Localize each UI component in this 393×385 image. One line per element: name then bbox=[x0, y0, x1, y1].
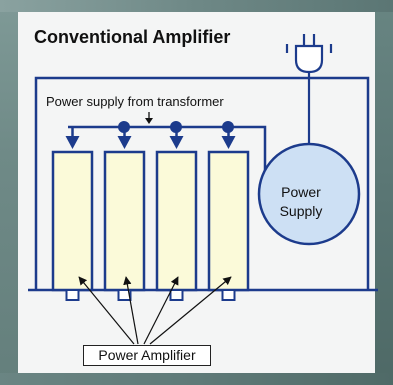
distribution-line bbox=[68, 125, 267, 170]
feed-arrow bbox=[117, 136, 132, 149]
feed-arrow bbox=[169, 136, 184, 149]
power-supply-line-1: Power bbox=[281, 184, 321, 200]
amplifier-module bbox=[207, 150, 250, 292]
junction-dot bbox=[222, 121, 234, 133]
power-plug-icon bbox=[285, 34, 333, 78]
power-supply-line-2: Supply bbox=[279, 203, 323, 219]
amplifier-group bbox=[51, 127, 250, 301]
junction-dot bbox=[118, 121, 130, 133]
amplifier-module bbox=[155, 150, 198, 292]
chassis-outline bbox=[34, 76, 370, 290]
background-left bbox=[0, 0, 18, 385]
power-amplifier-label: Power Amplifier bbox=[83, 345, 211, 366]
amplifier-foot bbox=[65, 289, 80, 301]
amplifier-foot bbox=[169, 289, 184, 301]
junction-dot bbox=[170, 121, 182, 133]
amplifier-module bbox=[51, 150, 94, 292]
amplifier-foot bbox=[221, 289, 236, 301]
background-top bbox=[0, 0, 393, 12]
power-supply-circle bbox=[257, 142, 361, 246]
arrow-down-icon bbox=[145, 112, 153, 124]
power-supply-label: Power Supply bbox=[266, 183, 336, 221]
diagram-title: Conventional Amplifier bbox=[34, 27, 231, 47]
amplifier-foot bbox=[117, 289, 132, 301]
feed-arrow bbox=[221, 136, 236, 149]
background-bottom bbox=[0, 373, 393, 385]
amplifier-module bbox=[103, 150, 146, 292]
supply-label: Power supply from transformer bbox=[46, 94, 224, 109]
feed-arrow bbox=[65, 136, 80, 149]
background-right bbox=[375, 0, 393, 385]
amplifier-callout-lines bbox=[78, 276, 232, 345]
